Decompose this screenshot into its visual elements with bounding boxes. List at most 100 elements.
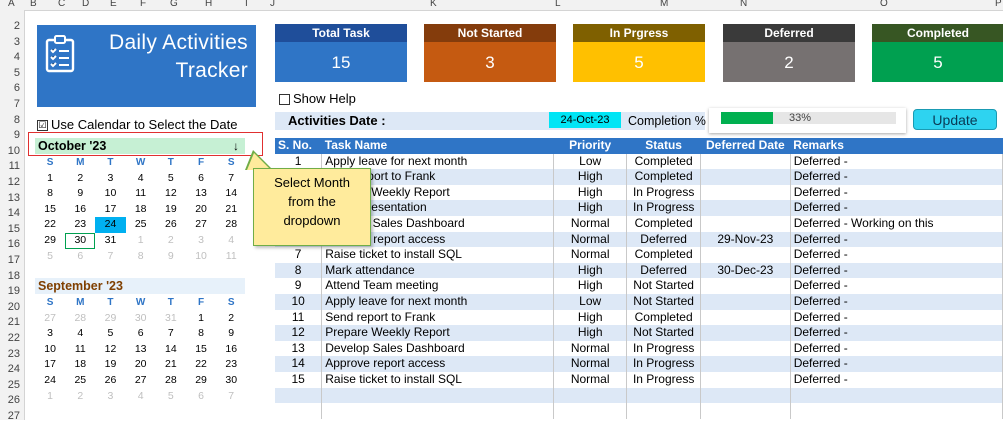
table-cell[interactable] <box>321 403 555 419</box>
calendar-day[interactable]: 9 <box>228 327 235 340</box>
table-cell[interactable]: Normal <box>553 215 628 232</box>
row-number[interactable]: 3 <box>13 35 20 48</box>
table-cell[interactable]: 13 <box>275 340 323 357</box>
calendar-day[interactable]: 20 <box>195 202 207 215</box>
table-cell[interactable]: Apply leave for next month <box>321 153 555 170</box>
row-number[interactable]: 19 <box>7 285 20 298</box>
table-cell[interactable]: Approve report access <box>321 231 555 248</box>
calendar-day[interactable]: 6 <box>198 171 204 184</box>
table-cell[interactable]: High <box>553 169 628 185</box>
calendar-day[interactable]: 19 <box>104 358 117 371</box>
table-cell[interactable]: Send report to Frank <box>321 309 555 326</box>
row-number[interactable]: 10 <box>7 144 20 157</box>
calendar-day[interactable]: 6 <box>198 389 204 402</box>
row-number[interactable]: 26 <box>7 394 20 407</box>
column-header[interactable]: Task Name <box>321 138 554 154</box>
calendar-day[interactable]: 29 <box>44 233 56 246</box>
table-cell[interactable] <box>700 247 791 263</box>
calendar-day[interactable]: 13 <box>134 342 147 355</box>
column-header[interactable]: S. No. <box>275 138 322 154</box>
table-cell[interactable]: Raise ticket to install SQL <box>321 371 555 388</box>
calendar-day[interactable]: 25 <box>134 218 147 231</box>
column-letter[interactable]: C <box>58 0 66 9</box>
table-cell[interactable] <box>626 403 701 419</box>
table-cell[interactable] <box>700 387 791 404</box>
calendar-day[interactable]: 4 <box>77 327 84 340</box>
table-cell[interactable]: Deferred - <box>790 325 1003 341</box>
table-cell[interactable]: Deferred - <box>790 293 1003 310</box>
column-header[interactable]: Status <box>626 138 701 154</box>
table-cell[interactable] <box>790 387 1003 404</box>
row-number[interactable]: 17 <box>7 254 20 266</box>
calendar-day[interactable]: 1 <box>198 311 204 324</box>
calendar-day[interactable]: 8 <box>198 327 204 340</box>
table-cell[interactable]: High <box>553 200 628 216</box>
row-number[interactable]: 14 <box>7 207 20 220</box>
row-number[interactable]: 23 <box>7 347 20 360</box>
table-cell[interactable] <box>700 356 791 372</box>
september-month-dropdown[interactable]: September '23 <box>35 278 245 294</box>
column-letter[interactable]: E <box>110 0 117 9</box>
row-number[interactable]: 20 <box>7 300 20 313</box>
table-cell[interactable]: Deferred - <box>790 309 1003 326</box>
calendar-day[interactable]: 3 <box>107 389 114 402</box>
row-number[interactable]: 5 <box>13 66 20 79</box>
table-cell[interactable] <box>321 387 555 404</box>
table-cell[interactable]: Deferred - <box>790 356 1003 372</box>
column-letter[interactable]: N <box>740 0 748 9</box>
table-cell[interactable]: Completed <box>626 169 701 185</box>
calendar-day[interactable]: 29 <box>104 311 117 324</box>
table-cell[interactable] <box>700 169 791 185</box>
calendar-day[interactable]: 20 <box>134 358 147 371</box>
calendar-day[interactable]: 24 <box>44 373 56 386</box>
table-cell[interactable] <box>275 387 323 404</box>
column-letter[interactable]: H <box>205 0 213 9</box>
row-number[interactable]: 4 <box>13 51 20 64</box>
calendar-day[interactable]: 3 <box>198 233 204 246</box>
calendar-day[interactable]: 18 <box>74 358 87 371</box>
column-letter[interactable]: O <box>880 0 888 9</box>
table-cell[interactable]: High <box>553 184 628 201</box>
table-cell[interactable]: Normal <box>553 340 628 357</box>
calendar-day[interactable]: 18 <box>134 202 147 215</box>
table-cell[interactable]: Completed <box>626 215 701 232</box>
calendar-day[interactable]: 6 <box>77 249 84 262</box>
table-cell[interactable]: Not Started <box>626 325 701 341</box>
calendar-day[interactable]: 7 <box>167 327 174 340</box>
calendar-day[interactable]: 10 <box>195 249 207 262</box>
table-cell[interactable] <box>700 403 791 419</box>
calendar-day[interactable]: 12 <box>165 187 177 200</box>
table-cell[interactable] <box>700 200 791 216</box>
table-cell[interactable]: Deferred - <box>790 262 1003 279</box>
table-cell[interactable] <box>700 340 791 357</box>
row-number[interactable]: 11 <box>8 160 20 173</box>
row-number[interactable]: 16 <box>7 238 20 251</box>
column-letter[interactable]: M <box>660 0 669 9</box>
table-cell[interactable]: In Progress <box>626 340 701 357</box>
row-number[interactable]: 2 <box>13 20 20 32</box>
calendar-day[interactable]: 26 <box>104 373 117 386</box>
calendar-day[interactable]: 11 <box>74 342 86 355</box>
table-cell[interactable]: Raise ticket to install SQL <box>321 247 555 263</box>
row-number[interactable]: 13 <box>7 191 20 204</box>
calendar-day[interactable]: 5 <box>107 327 114 340</box>
column-letter[interactable]: L <box>555 0 561 9</box>
row-number[interactable]: 25 <box>7 378 20 391</box>
table-cell[interactable]: Prepare Weekly Report <box>321 325 555 341</box>
column-header[interactable]: Remarks <box>790 138 1003 154</box>
calendar-day[interactable]: 21 <box>225 202 238 215</box>
table-cell[interactable]: 7 <box>275 247 323 263</box>
table-cell[interactable]: Completed <box>626 309 701 326</box>
column-header[interactable]: Deferred Date <box>700 138 791 154</box>
calendar-day[interactable]: 16 <box>225 342 238 355</box>
table-cell[interactable] <box>626 387 701 404</box>
column-letter[interactable]: D <box>82 0 90 9</box>
calendar-day[interactable]: 4 <box>137 171 144 184</box>
update-button[interactable]: Update <box>913 109 997 130</box>
calendar-day[interactable]: 31 <box>104 233 117 246</box>
calendar-day[interactable]: 5 <box>167 171 174 184</box>
